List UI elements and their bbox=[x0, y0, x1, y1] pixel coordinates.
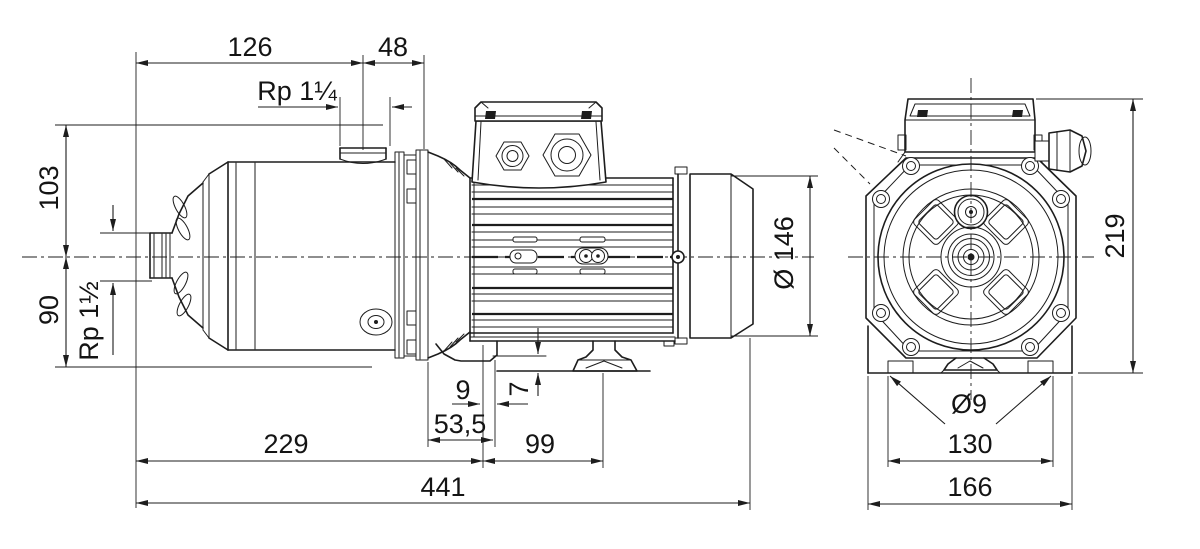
dim-total-length: 441 bbox=[420, 472, 465, 502]
dim-total-height: 219 bbox=[1100, 213, 1130, 258]
dim-discharge-offset: 126 bbox=[227, 32, 272, 62]
dimensions-front: 219 Ø9 130 166 bbox=[867, 98, 1143, 510]
motor-flange-plate bbox=[406, 149, 429, 361]
dim-foot-slot: 9 bbox=[455, 375, 470, 405]
dim-height-below-axis: 90 bbox=[34, 295, 64, 325]
motor-body bbox=[469, 173, 685, 342]
dim-suction-port-thread: Rp 1½ bbox=[74, 281, 104, 361]
fan-cowl bbox=[663, 166, 754, 347]
tie-rod-detail bbox=[472, 247, 673, 265]
dim-flange-to-foot: 53,5 bbox=[434, 409, 487, 439]
dim-base-width: 166 bbox=[947, 472, 992, 502]
dim-discharge-port-thread: Rp 1¼ bbox=[257, 76, 337, 106]
lantern-adapter bbox=[427, 151, 471, 359]
dim-height-above-axis: 103 bbox=[34, 165, 64, 210]
front-view: 219 Ø9 130 166 bbox=[833, 78, 1143, 510]
terminal-box-side bbox=[471, 101, 607, 189]
pump-body bbox=[227, 161, 396, 351]
dim-discharge-to-flange: 48 bbox=[378, 32, 408, 62]
side-view: 126 48 Rp 1¼ 103 90 Rp 1½ Ø 146 9 bbox=[22, 32, 818, 510]
cable-gland-small bbox=[495, 141, 530, 171]
discharge-port bbox=[339, 147, 387, 164]
projection-lines bbox=[833, 129, 907, 185]
terminal-box-front bbox=[897, 98, 1092, 173]
dimensions-side: 126 48 Rp 1¼ 103 90 Rp 1½ Ø 146 9 bbox=[34, 32, 818, 510]
casing-cutouts bbox=[913, 199, 1029, 315]
cable-gland-large bbox=[542, 133, 592, 177]
motor-foot bbox=[572, 340, 638, 372]
flange-bolt-holes bbox=[872, 157, 1070, 356]
dim-pump-length: 229 bbox=[263, 429, 308, 459]
dim-foot-clearance: 7 bbox=[504, 381, 534, 396]
dim-foot-hole-spacing: 130 bbox=[947, 429, 992, 459]
dim-motor-diameter: Ø 146 bbox=[769, 216, 799, 290]
dim-foot-to-motor-foot: 99 bbox=[525, 429, 555, 459]
stage-casing-shell bbox=[394, 151, 417, 359]
front-center-foot bbox=[940, 357, 1001, 374]
dim-foot-hole-diameter: Ø9 bbox=[951, 389, 987, 419]
pump-end-cap bbox=[171, 161, 229, 351]
suction-port bbox=[149, 232, 173, 279]
cable-gland-front bbox=[1034, 129, 1092, 173]
